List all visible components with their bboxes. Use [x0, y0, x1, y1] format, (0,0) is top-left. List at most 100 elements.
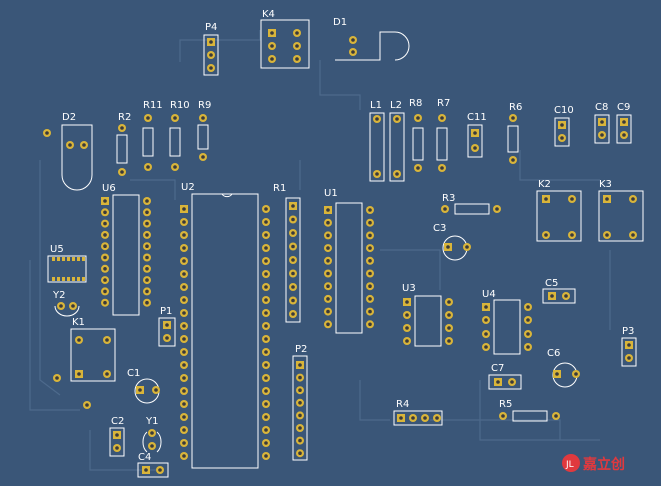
- r9-outline: [197, 124, 209, 150]
- c5-outline: [542, 288, 576, 304]
- smd-pad: [52, 257, 55, 261]
- pad: [262, 452, 270, 460]
- watermark: JL 嘉立创: [562, 454, 625, 473]
- label-p2: P2: [295, 344, 307, 355]
- smd-pad: [72, 257, 75, 261]
- smd-pad: [67, 277, 70, 281]
- pad: [101, 219, 109, 228]
- pad: [180, 296, 188, 304]
- label-y2: Y2: [52, 290, 65, 301]
- label-u5: U5: [50, 244, 64, 255]
- pad: [262, 348, 270, 356]
- smd-pad: [57, 277, 60, 281]
- r3-outline: [454, 203, 490, 215]
- pad: [324, 269, 332, 278]
- pad: [180, 270, 188, 278]
- pad: [296, 373, 304, 382]
- u4-outline: [493, 299, 521, 355]
- label-p1: P1: [160, 306, 172, 317]
- r4-outline: [393, 410, 443, 426]
- c9-outline: [616, 114, 632, 144]
- label-c1: C1: [127, 368, 140, 379]
- pad: [324, 294, 332, 303]
- pad: [262, 205, 270, 213]
- pad: [143, 276, 151, 285]
- pad: [296, 398, 304, 407]
- pad: [180, 283, 188, 291]
- pad: [262, 426, 270, 434]
- label-r7: R7: [437, 98, 450, 109]
- k2-outline: [536, 190, 582, 242]
- label-c5: C5: [545, 278, 558, 289]
- pad: [262, 283, 270, 291]
- pad: [262, 413, 270, 421]
- label-u3: U3: [402, 283, 416, 294]
- label-l2: L2: [390, 100, 402, 111]
- watermark-text: 嘉立创: [582, 456, 625, 473]
- pad: [366, 256, 374, 265]
- smd-pad: [77, 277, 80, 281]
- pad: [262, 374, 270, 382]
- smd-pad: [82, 277, 85, 281]
- pad: [180, 322, 188, 330]
- y2-outline: [54, 305, 80, 317]
- pad: [262, 322, 270, 330]
- label-p4: P4: [205, 22, 217, 33]
- pad: [296, 424, 304, 432]
- label-k4: K4: [262, 9, 275, 20]
- pad: [289, 296, 297, 305]
- label-k2: K2: [538, 179, 551, 190]
- r6-outline: [507, 125, 519, 153]
- smd-pad: [72, 277, 75, 281]
- pad: [296, 361, 304, 369]
- pad: [143, 298, 151, 307]
- r7-outline: [436, 127, 448, 161]
- pad: [324, 256, 332, 265]
- pad: [143, 264, 151, 273]
- l2-outline: [389, 112, 405, 182]
- pad: [180, 205, 188, 213]
- label-d2: D2: [62, 112, 76, 123]
- pad: [101, 264, 109, 273]
- label-c4: C4: [138, 452, 151, 463]
- label-c7: C7: [491, 363, 504, 374]
- pad: [366, 269, 374, 278]
- c10-outline: [554, 117, 570, 147]
- label-l1: L1: [370, 100, 382, 111]
- label-r9: R9: [198, 100, 211, 111]
- smd-pad: [77, 257, 80, 261]
- label-d1: D1: [333, 17, 347, 28]
- r1-outline: [285, 197, 301, 323]
- label-r3: R3: [442, 193, 455, 204]
- pad: [180, 400, 188, 408]
- label-c2: C2: [111, 416, 124, 427]
- pad: [180, 439, 188, 447]
- pad: [262, 387, 270, 395]
- r8-outline: [412, 127, 424, 161]
- smd-pad: [67, 257, 70, 261]
- pad: [366, 231, 374, 240]
- smd-pad: [62, 257, 65, 261]
- pad: [101, 276, 109, 285]
- pad: [289, 242, 297, 251]
- label-c11: C11: [467, 112, 487, 123]
- label-u2: U2: [181, 182, 195, 193]
- pad: [324, 206, 332, 214]
- r11-outline: [142, 127, 154, 157]
- pad: [143, 219, 151, 228]
- pad: [101, 298, 109, 307]
- smd-pad: [57, 257, 60, 261]
- smd-pad: [52, 277, 55, 281]
- k3-outline: [598, 190, 644, 242]
- r10-outline: [169, 127, 181, 157]
- pad: [289, 215, 297, 224]
- label-r1: R1: [273, 183, 286, 194]
- d2-outline: [61, 124, 93, 191]
- pad: [262, 244, 270, 252]
- c7-outline: [488, 374, 522, 390]
- pad: [289, 229, 297, 237]
- label-u1: U1: [324, 188, 338, 199]
- svg-text:JL: JL: [565, 460, 574, 470]
- pad: [101, 287, 109, 296]
- pad: [101, 208, 109, 217]
